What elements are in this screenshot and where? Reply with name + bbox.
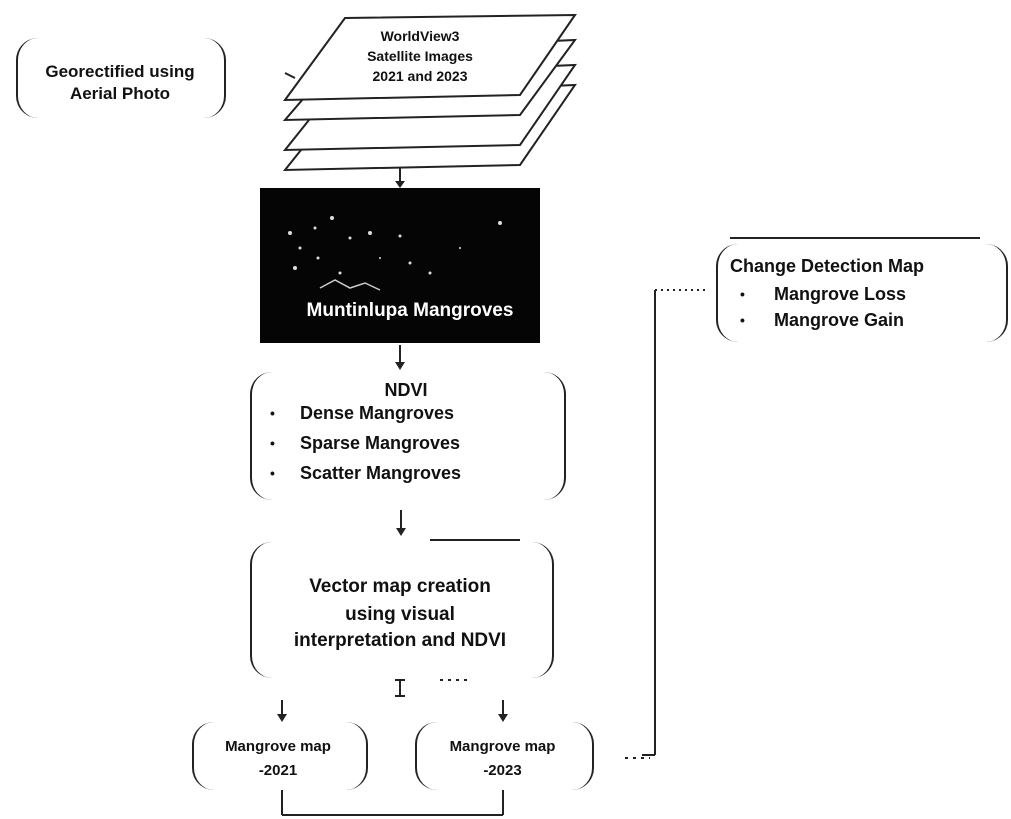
- ndvi-class-list: Dense Mangroves Sparse Mangroves Scatter…: [262, 398, 552, 488]
- map-2021-line2: -2021: [258, 762, 298, 779]
- change-detection-box: [716, 244, 1008, 342]
- change-item-gain: Mangrove Gain: [732, 307, 992, 333]
- satellite-subtitle: Satellite Images: [367, 48, 473, 64]
- georectified-note-box: [16, 38, 226, 118]
- ndvi-class-scatter: Scatter Mangroves: [262, 458, 552, 488]
- change-item-loss: Mangrove Loss: [732, 281, 992, 307]
- study-area-label: Muntinlupa Mangroves: [306, 300, 514, 321]
- vector-map-line2: using visual: [345, 604, 455, 625]
- ndvi-class-dense: Dense Mangroves: [262, 398, 552, 428]
- satellite-title: WorldView3: [380, 28, 460, 44]
- vector-map-line3: interpretation and NDVI: [293, 630, 507, 651]
- satellite-years: 2021 and 2023: [372, 68, 468, 84]
- map-2023-box: [415, 722, 594, 790]
- change-detection-list: Mangrove Loss Mangrove Gain: [732, 281, 992, 333]
- study-area-texture: [288, 216, 502, 291]
- ndvi-title: NDVI: [384, 380, 428, 400]
- map-2021-box: [192, 722, 368, 790]
- map-2023-line1: Mangrove map: [449, 738, 556, 755]
- study-area-image: [260, 188, 540, 343]
- change-detection-title: Change Detection Map: [730, 256, 925, 276]
- image-layer-1: [282, 13, 577, 102]
- vector-map-line1: Vector map creation: [309, 576, 491, 597]
- vector-map-box: [250, 542, 554, 678]
- ndvi-box: [250, 372, 566, 500]
- georectified-note-line2: Aerial Photo: [69, 84, 171, 103]
- map-2023-line2: -2023: [483, 762, 522, 779]
- map-2021-line1: Mangrove map: [225, 738, 331, 755]
- ndvi-class-sparse: Sparse Mangroves: [262, 428, 552, 458]
- georectified-note-line1: Georectified using: [45, 62, 195, 81]
